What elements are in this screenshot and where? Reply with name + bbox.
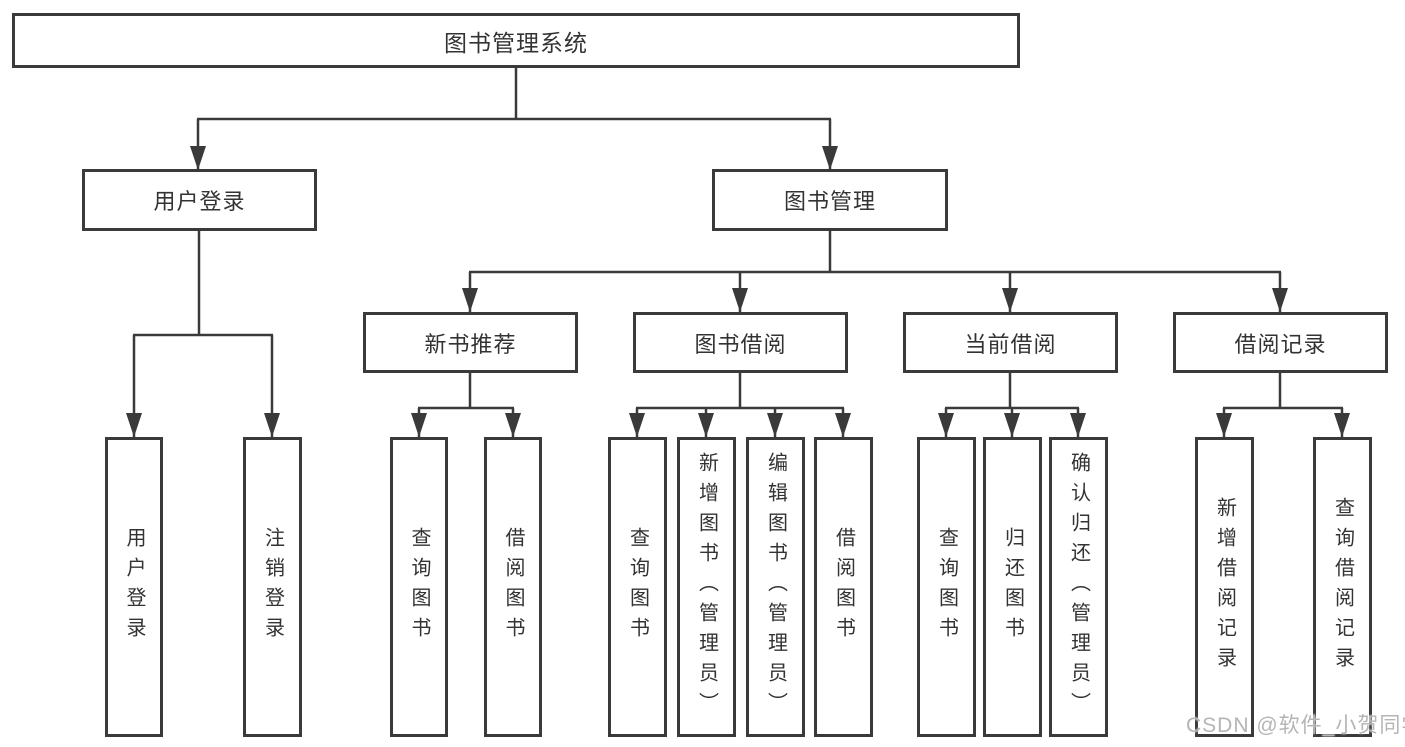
node-add-borrow-record: 新增借阅记录 <box>1195 437 1254 737</box>
node-label: 图书管理 <box>783 189 876 214</box>
node-label: 图书借阅 <box>694 331 787 357</box>
node-label: 借阅图书 <box>502 527 524 647</box>
node-borrow-books: 借阅图书 <box>814 437 873 737</box>
node-current-borrowing: 当前借阅 <box>903 312 1118 373</box>
node-label: 查询借阅记录 <box>1331 497 1354 677</box>
node-label: 查询图书 <box>408 527 430 647</box>
node-query-books-rec: 查询图书 <box>390 437 448 737</box>
node-book-borrowing: 图书借阅 <box>633 312 848 373</box>
node-query-borrow-record: 查询借阅记录 <box>1313 437 1372 737</box>
node-label: 借阅图书 <box>832 527 855 647</box>
node-label: 当前借阅 <box>964 331 1057 357</box>
node-add-books-admin: 新增图书（管理员） <box>677 437 736 737</box>
node-label: 用户登录 <box>153 189 246 214</box>
node-library-management-system: 图书管理系统 <box>12 13 1020 68</box>
node-label: 归还图书 <box>1001 527 1024 647</box>
node-label: 新增借阅记录 <box>1213 497 1236 677</box>
node-label: 借阅记录 <box>1234 331 1327 357</box>
node-label: 查询图书 <box>935 527 958 647</box>
node-confirm-return-admin: 确认归还（管理员） <box>1049 437 1108 737</box>
node-borrowing-records: 借阅记录 <box>1173 312 1388 373</box>
node-label: 注销登录 <box>261 527 284 647</box>
node-borrow-books-rec: 借阅图书 <box>484 437 542 737</box>
node-return-books: 归还图书 <box>983 437 1042 737</box>
node-user-login-module: 用户登录 <box>82 169 317 231</box>
node-label: 新书推荐 <box>424 331 517 357</box>
node-query-books-borrow: 查询图书 <box>608 437 667 737</box>
node-label: 新增图书（管理员） <box>695 452 718 722</box>
node-book-management-module: 图书管理 <box>712 169 948 231</box>
node-logout-action: 注销登录 <box>243 437 302 737</box>
node-label: 用户登录 <box>123 527 145 647</box>
csdn-watermark: CSDN @软件_小贺同学 <box>1186 714 1405 737</box>
node-label: 查询图书 <box>626 527 649 647</box>
node-user-login-action: 用户登录 <box>105 437 163 737</box>
node-new-book-recommendation: 新书推荐 <box>363 312 578 373</box>
node-query-books-current: 查询图书 <box>917 437 976 737</box>
node-label: 编辑图书（管理员） <box>764 452 787 722</box>
node-label: 确认归还（管理员） <box>1067 452 1090 722</box>
node-label: 图书管理系统 <box>444 29 588 56</box>
node-edit-books-admin: 编辑图书（管理员） <box>746 437 805 737</box>
